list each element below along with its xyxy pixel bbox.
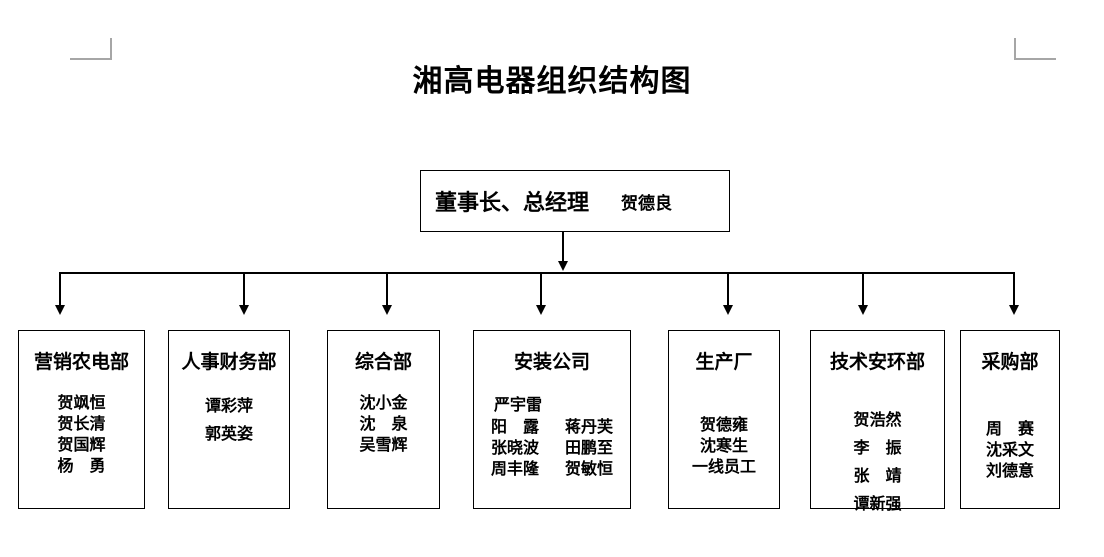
connector-root-arrowhead [557,261,568,271]
connector-arrowhead-6 [857,305,868,315]
crop-mark-top-left [70,38,112,60]
node-department-technology-safety-environment[interactable]: 技术安环部 贺浩然 李 振 张 靖 谭新强 [810,330,945,513]
node-department-procurement[interactable]: 采购部 周 赛 沈采文 刘德意 [960,330,1060,509]
connector-arrowhead-1 [54,305,65,315]
department-title: 营销农电部 [33,351,129,373]
department-title: 生产厂 [695,351,753,373]
department-title: 安装公司 [513,351,590,373]
department-members-column-1: 阳 露 张晓波 周丰隆 [490,417,539,478]
node-department-marketing[interactable]: 营销农电部 贺飒恒 贺长清 贺国辉 杨 勇 [18,330,145,509]
node-department-installation-company[interactable]: 安装公司 严宇雷 阳 露 张晓波 周丰隆 蒋丹芙 田鹏至 贺敏恒 [473,330,631,509]
connector-drop-4 [540,272,542,306]
connector-drop-5 [727,272,729,306]
department-title: 采购部 [981,351,1039,373]
connector-drop-7 [1013,272,1015,306]
node-department-general-affairs[interactable]: 综合部 沈小金 沈 泉 吴雪辉 [327,330,440,509]
department-members: 贺飒恒 贺长清 贺国辉 杨 勇 [57,393,106,475]
page-title: 湘高电器组织结构图 [412,64,692,99]
department-members: 沈小金 沈 泉 吴雪辉 [359,393,408,454]
department-members: 周 赛 沈采文 刘德意 [985,419,1034,480]
department-title: 技术安环部 [829,351,925,373]
connector-arrowhead-3 [381,305,392,315]
root-person-name: 贺德良 [621,193,673,214]
connector-arrowhead-5 [722,305,733,315]
connector-drop-1 [59,272,61,306]
department-members: 贺德雍 沈寒生 一线员工 [691,415,756,476]
connector-arrowhead-4 [535,305,546,315]
department-members-grid: 阳 露 张晓波 周丰隆 蒋丹芙 田鹏至 贺敏恒 [491,416,613,479]
node-department-factory[interactable]: 生产厂 贺德雍 沈寒生 一线员工 [668,330,780,509]
connector-horizontal-bus [59,272,1014,274]
crop-mark-top-right [1014,38,1056,60]
node-chairman-general-manager[interactable]: 董事长、总经理 贺德良 [420,170,730,232]
root-title: 董事长、总经理 [435,190,590,216]
department-members-column-2: 蒋丹芙 田鹏至 贺敏恒 [565,417,614,478]
department-title: 综合部 [354,351,412,373]
connector-drop-3 [386,272,388,306]
connector-arrowhead-7 [1008,305,1019,315]
department-title: 人事财务部 [181,351,277,373]
connector-drop-2 [243,272,245,306]
connector-drop-6 [862,272,864,306]
department-members: 谭彩萍 郭英姿 [204,396,253,443]
department-lead-member: 严宇雷 [494,395,543,414]
connector-root-stem [562,232,564,262]
connector-arrowhead-2 [238,305,249,315]
node-department-hr-finance[interactable]: 人事财务部 谭彩萍 郭英姿 [168,330,290,509]
department-members: 贺浩然 李 振 张 靖 谭新强 [853,410,902,513]
